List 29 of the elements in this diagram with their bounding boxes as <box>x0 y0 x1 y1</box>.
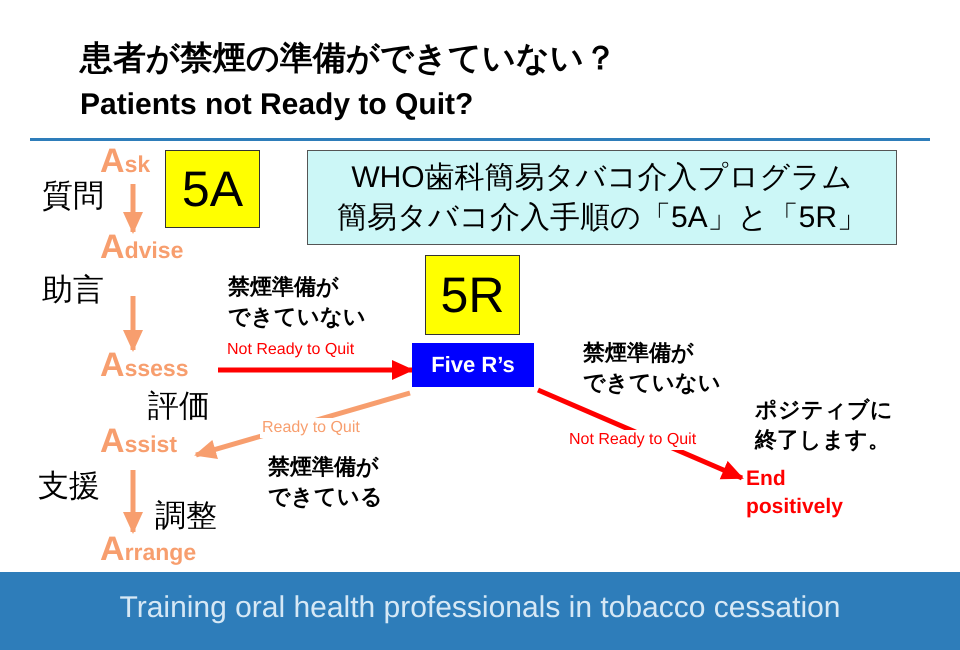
end-label: End positively <box>746 465 858 525</box>
edge-label: Not Ready to Quit <box>225 340 356 360</box>
note-text: 禁煙準備ができている <box>268 453 383 511</box>
edge-label: Ready to Quit <box>260 418 362 438</box>
step-label: Ask <box>100 146 150 179</box>
label-box: 5R <box>425 255 520 335</box>
step-label: Advise <box>100 232 184 265</box>
note-text: 禁煙準備ができていない <box>228 273 366 331</box>
caption: Training oral health professionals in tobacco cessation <box>118 590 842 626</box>
step-label: Assist <box>100 426 177 459</box>
step-label: Assess <box>100 350 189 383</box>
heading-box: WHO歯科簡易タバコ介入プログラム簡易タバコ介入手順の「5A」と「5R」 <box>307 150 897 245</box>
translation-label: 調整 <box>155 498 217 534</box>
translation-label: 支援 <box>38 468 100 504</box>
note-text: ポジティブに終了します。 <box>755 396 893 454</box>
translation-label: 質問 <box>42 178 104 214</box>
title: 患者が禁煙の準備ができていない？ <box>80 38 617 78</box>
translation-label: 助言 <box>42 272 104 308</box>
arrow <box>123 296 143 352</box>
arrow <box>123 184 143 234</box>
process-box: Five R’s <box>412 343 534 387</box>
step-label: Arrange <box>100 534 196 567</box>
label-box: 5A <box>165 150 260 228</box>
note-text: 禁煙準備ができていない <box>583 339 721 397</box>
arrow <box>218 360 414 380</box>
arrow <box>123 470 143 534</box>
edge-label: Not Ready to Quit <box>567 430 698 450</box>
subtitle: Patients not Ready to Quit? <box>80 88 474 122</box>
translation-label: 評価 <box>148 388 210 424</box>
